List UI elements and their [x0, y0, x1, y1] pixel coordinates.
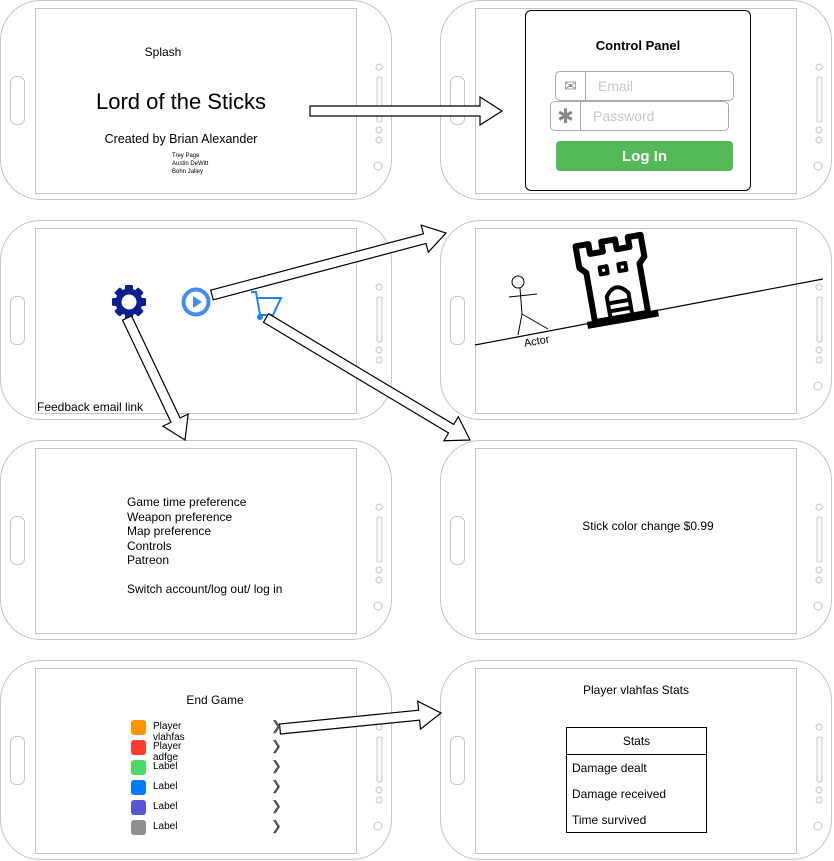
- setting-map[interactable]: Map preference: [127, 524, 212, 538]
- game-title: Lord of the Sticks: [96, 89, 266, 114]
- created-by: Created by Brian Alexander: [104, 132, 258, 146]
- phone-frame-game: [440, 220, 832, 420]
- player-list-label: Player adfge: [153, 741, 182, 763]
- phone-frame-splash: [0, 0, 392, 200]
- color-swatch: [131, 800, 146, 815]
- credit: Austin DeWitt: [172, 161, 209, 167]
- end-game-title: End Game: [186, 693, 244, 707]
- splash-label: Splash: [144, 45, 182, 59]
- password-placeholder: Password: [593, 108, 655, 124]
- arrow-play-to-game: [209, 224, 448, 301]
- arrow-splash-to-login: [309, 95, 504, 127]
- login-button[interactable]: Log In: [556, 141, 733, 171]
- color-swatch: [131, 760, 146, 775]
- play-icon[interactable]: [181, 287, 211, 317]
- player-list-label: Label: [153, 781, 178, 792]
- envelope-icon: ✉: [556, 72, 586, 100]
- chevron-right-icon: ❯: [271, 818, 282, 833]
- setting-game-time[interactable]: Game time preference: [127, 495, 247, 509]
- password-field[interactable]: ✱ Password: [550, 101, 729, 131]
- gear-icon[interactable]: [112, 285, 146, 319]
- color-swatch: [131, 740, 146, 755]
- color-swatch: [131, 820, 146, 835]
- stats-row-time-survived: Time survived: [572, 813, 647, 827]
- setting-weapon[interactable]: Weapon preference: [127, 509, 233, 524]
- phone-frame-store: [440, 440, 832, 640]
- email-placeholder: Email: [598, 78, 634, 94]
- stats-row-damage-dealt: Damage dealt: [572, 761, 647, 775]
- setting-controls[interactable]: Controls: [127, 538, 172, 553]
- credit: Bohn Jalley: [172, 169, 204, 175]
- phone-frame-end-game: [0, 660, 392, 860]
- stats-table: Stats Damage dealt Damage received Time …: [566, 727, 707, 833]
- color-swatch: [131, 720, 146, 735]
- chevron-right-icon: ❯: [271, 778, 282, 793]
- chevron-right-icon: ❯: [271, 718, 282, 733]
- credit: Trey Page: [172, 153, 200, 159]
- control-panel-title: Control Panel: [595, 38, 681, 53]
- setting-patreon[interactable]: Patreon: [127, 553, 170, 567]
- email-field[interactable]: ✉ Email: [555, 71, 734, 101]
- asterisk-icon: ✱: [551, 102, 581, 130]
- arrow-player-to-stats: [278, 700, 443, 735]
- player-stats-title: Player vlahfas Stats: [582, 683, 690, 697]
- switch-account-link[interactable]: Switch account/log out/ log in: [127, 581, 283, 596]
- phone-frame-player-stats: [440, 660, 832, 860]
- arrow-gear-to-settings: [121, 315, 189, 442]
- player-list-label: Label: [153, 761, 178, 772]
- chevron-right-icon: ❯: [271, 798, 282, 813]
- player-list-label: Player vlahfas: [153, 721, 185, 743]
- stick-figure-actor: [508, 275, 549, 336]
- arrow-cart-to-store: [262, 312, 471, 442]
- feedback-email-link[interactable]: Feedback email link: [37, 400, 144, 414]
- phone-frame-menu: [0, 220, 392, 420]
- settings-list: Game time preference Weapon preference M…: [127, 495, 282, 596]
- player-list-label: Label: [153, 821, 178, 832]
- player-list-label: Label: [153, 801, 178, 812]
- stats-table-header: Stats: [567, 728, 706, 755]
- chevron-right-icon: ❯: [271, 738, 282, 753]
- stats-row-damage-received: Damage received: [572, 787, 667, 801]
- phone-frame-settings: [0, 440, 392, 640]
- color-swatch: [131, 780, 146, 795]
- chevron-right-icon: ❯: [271, 758, 282, 773]
- control-panel: Control Panel ✉ Email ✱ Password Log In: [525, 10, 751, 191]
- castle-icon: [572, 231, 659, 329]
- store-item[interactable]: Stick color change $0.99: [582, 519, 714, 533]
